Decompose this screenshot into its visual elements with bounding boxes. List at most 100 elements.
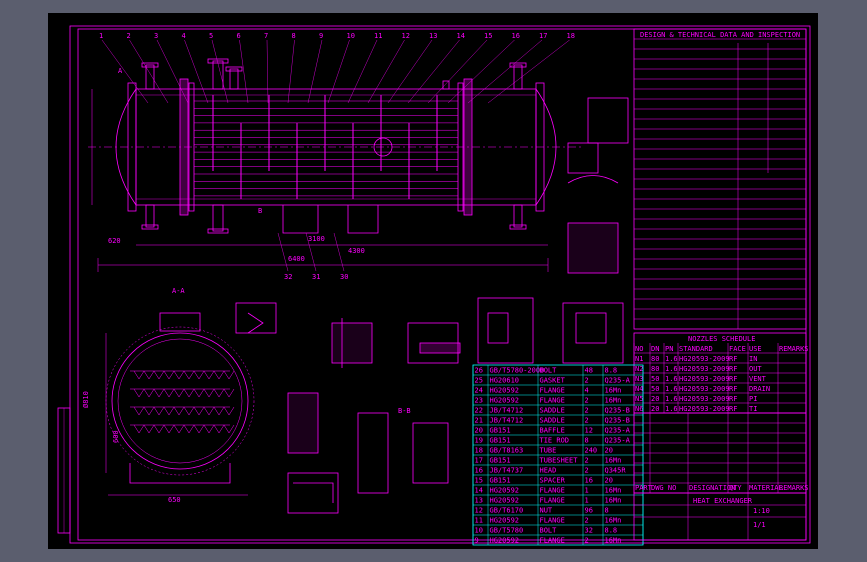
bom-cell: FLANGE	[540, 537, 565, 545]
bom-cell: 16	[585, 477, 593, 485]
title-block[interactable]	[633, 492, 807, 541]
nozzle-n1[interactable]	[145, 64, 155, 90]
nozzle-header-3: STANDARD	[679, 345, 713, 353]
bom-cell: 2	[585, 537, 589, 545]
spec-table[interactable]	[633, 28, 807, 330]
bom-cell: 8	[585, 437, 589, 445]
bom-cell: 16Mn	[605, 387, 622, 395]
bom-cell: JB/T4737	[490, 467, 524, 475]
bom-cell: HG20592	[490, 497, 520, 505]
bom-cell: 12	[585, 427, 593, 435]
nozzle-n5[interactable]	[442, 80, 450, 90]
bom-cell: HG20610	[490, 377, 520, 385]
nozzle-cell: TI	[749, 405, 757, 413]
bom-cell: SADDLE	[540, 417, 565, 425]
saddle-left	[282, 205, 319, 234]
bom-cell: HG20592	[490, 487, 520, 495]
nozzle-n4[interactable]	[145, 204, 155, 228]
bom-cell: 20	[605, 447, 613, 455]
balloon-18: 18	[567, 32, 575, 40]
bom-cell: 21	[475, 417, 483, 425]
balloon-2: 2	[127, 32, 131, 40]
bom-cell: 16Mn	[605, 397, 622, 405]
bom-cell: 11	[475, 517, 483, 525]
bom-cell: 9	[475, 537, 479, 545]
section-saddle	[129, 463, 231, 484]
nozzle-cell: DRAIN	[749, 385, 770, 393]
nozzle-cell: PI	[749, 395, 757, 403]
balloon-16: 16	[512, 32, 520, 40]
bom-cell: 4	[585, 387, 589, 395]
nozzle-cell: N4	[635, 385, 643, 393]
nozzle-cell: 1.6	[665, 395, 678, 403]
balloon-30: 30	[340, 273, 348, 281]
bom-cell: BAFFLE	[540, 427, 565, 435]
nozzle-header-1: DN	[651, 345, 659, 353]
nozzle-cell: RF	[729, 385, 737, 393]
bom-cell: GB151	[490, 457, 511, 465]
bom-cell: GASKET	[540, 377, 566, 385]
bom-cell: 20	[605, 477, 613, 485]
balloon-11: 11	[374, 32, 382, 40]
bom-cell: 32	[585, 527, 593, 535]
bom-cell: JB/T4712	[490, 417, 524, 425]
nozzle-n3[interactable]	[212, 60, 224, 90]
bom-cell: 2	[585, 377, 589, 385]
dia-label: Ø810	[82, 391, 90, 408]
bom-cell: 17	[475, 457, 483, 465]
nozzle-cell: HG20593-2009	[679, 395, 730, 403]
nozzle-cell: HG20593-2009	[679, 355, 730, 363]
bom-cell: NUT	[540, 507, 553, 515]
parts-list[interactable]	[633, 412, 807, 494]
nozzle-cell: OUT	[749, 365, 762, 373]
bom-cell: 13	[475, 497, 483, 505]
nozzle-cell: VENT	[749, 375, 767, 383]
nozzle-cell: 80	[651, 365, 659, 373]
bom-cell: GB/T5780	[490, 527, 524, 535]
bom-cell: 25	[475, 377, 483, 385]
nozzle-header-2: PN	[665, 345, 673, 353]
drawing-name: HEAT EXCHANGER	[693, 497, 753, 505]
section-aa-title: A-A	[172, 287, 185, 295]
balloon-17: 17	[539, 32, 547, 40]
nozzle-cell: RF	[729, 375, 737, 383]
nozzle-cell: RF	[729, 405, 737, 413]
detail-views[interactable]	[235, 97, 629, 514]
bom-cell: HG20592	[490, 517, 520, 525]
bom-cell: HG20592	[490, 537, 520, 545]
bom-cell: TUBESHEET	[540, 457, 579, 465]
inspection-opening	[373, 137, 393, 157]
bom-cell: JB/T4712	[490, 407, 524, 415]
bom-cell: SPACER	[540, 477, 566, 485]
bom-cell: BOLT	[540, 367, 558, 375]
overall-length-dim: 6400	[288, 255, 305, 263]
nozzle-cell: N6	[635, 405, 643, 413]
drawing-scale: 1:10	[753, 507, 770, 515]
balloon-4: 4	[182, 32, 186, 40]
elevation-view[interactable]	[88, 58, 583, 272]
baffles	[212, 95, 438, 199]
parts-header-0: PART	[635, 484, 653, 492]
nozzle-cell: 1.6	[665, 355, 678, 363]
bom-cell: Q235-A	[605, 377, 631, 385]
parts-header-5: REMARKS	[779, 484, 809, 492]
bom-cell: FLANGE	[540, 497, 565, 505]
nozzle-cell: RF	[729, 395, 737, 403]
nozzle-cell: 1.6	[665, 385, 678, 393]
nozzle-n2[interactable]	[513, 64, 523, 90]
bom-cell: 16Mn	[605, 517, 622, 525]
parts-header-3: QTY	[729, 484, 742, 492]
bom-cell: 16Mn	[605, 497, 622, 505]
section-aa-view[interactable]	[105, 312, 255, 496]
span-a-dim: 3100	[308, 235, 325, 243]
bom-cell: 2	[585, 397, 589, 405]
shell-section	[111, 332, 249, 470]
inner-dia-label: 600	[112, 430, 120, 443]
balloon-12: 12	[402, 32, 410, 40]
bom-cell: HEAD	[540, 467, 557, 475]
bom-table[interactable]	[472, 364, 644, 546]
